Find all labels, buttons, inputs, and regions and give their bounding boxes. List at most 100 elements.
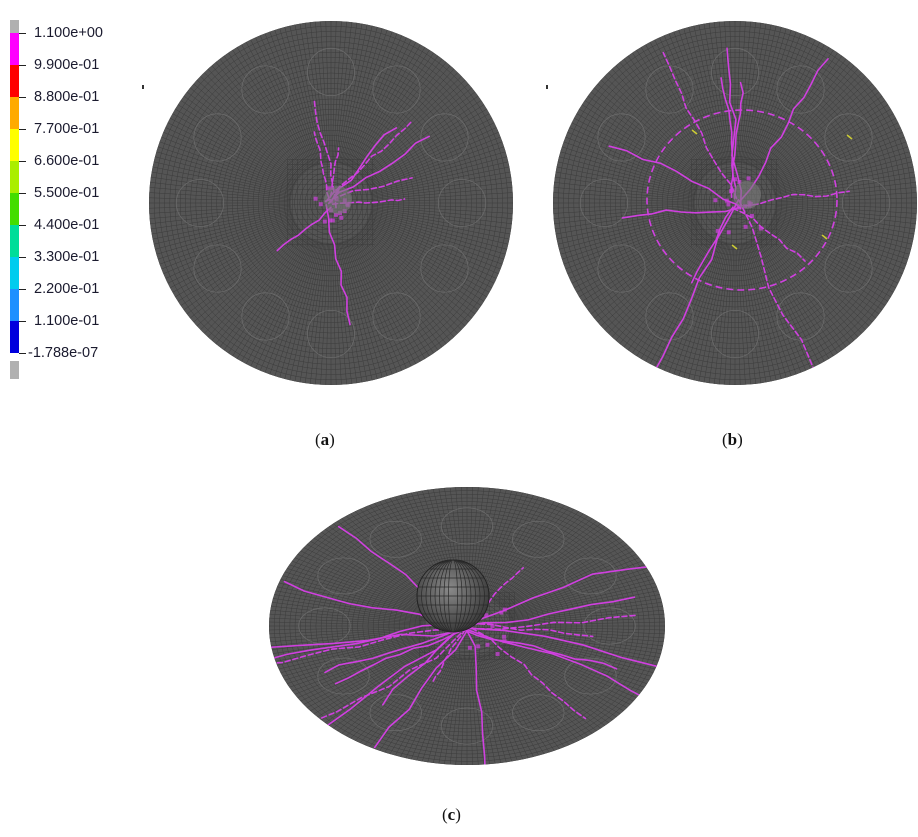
mesh-radials — [269, 487, 665, 765]
crack-line — [324, 177, 413, 202]
caption-b: (b) — [722, 430, 743, 450]
mesh-block-arc — [583, 607, 636, 645]
mesh-block-arc — [512, 520, 565, 558]
crack-line — [662, 51, 738, 200]
legend-swatch — [10, 257, 19, 289]
legend-tick — [19, 353, 26, 354]
caption-a-letter: a — [320, 430, 330, 449]
mesh-block-arc — [369, 520, 422, 558]
caption-b-letter: b — [727, 430, 738, 449]
panel-a-mesh — [149, 21, 513, 385]
impact-center — [733, 181, 761, 209]
crack-line — [276, 206, 332, 252]
caption-a-close: ) — [329, 430, 335, 449]
mesh-block-arc — [440, 707, 494, 745]
mesh-block-arc — [241, 65, 290, 114]
mesh-blocks — [579, 47, 891, 359]
crack-line — [324, 627, 469, 674]
crack-line — [313, 131, 330, 199]
legend-swatch — [10, 65, 19, 97]
legend-label: 4.400e-01 — [34, 217, 100, 233]
crack-cell — [726, 230, 731, 235]
crack-cell — [502, 639, 507, 644]
mesh-block-arc — [710, 309, 760, 359]
legend-swatch — [10, 161, 19, 193]
legend-tick — [19, 161, 26, 162]
legend-tick — [19, 33, 26, 34]
mesh-blocks — [175, 47, 487, 359]
legend-tick — [19, 321, 26, 322]
mesh-block-arc — [306, 309, 356, 359]
crack-cell — [499, 610, 504, 615]
yellow-damage-mark — [731, 244, 738, 250]
crack-line — [650, 199, 740, 378]
sphere-mesh — [417, 559, 489, 633]
mesh-radials — [149, 21, 513, 385]
legend-tick — [19, 65, 26, 66]
panel-a-axis-mark — [142, 85, 144, 89]
crack-cell — [729, 189, 734, 194]
crack-cell — [733, 177, 737, 182]
crack-cell — [495, 652, 500, 656]
crack-line — [462, 622, 594, 638]
legend-swatch — [10, 289, 19, 321]
crack-cell — [726, 202, 731, 207]
crack-cell — [758, 226, 763, 231]
crack-cell — [749, 213, 754, 218]
legend-swatch — [10, 33, 19, 65]
legend-tick — [19, 97, 26, 98]
crack-cell — [743, 224, 748, 229]
mesh-grid — [149, 21, 513, 385]
crack-cell — [476, 644, 481, 649]
legend-tick — [19, 257, 26, 258]
crack-line — [325, 204, 351, 326]
legend-label: -1.788e-07 — [28, 345, 99, 361]
yellow-damage-mark — [821, 234, 828, 240]
crack-cell — [327, 186, 332, 191]
crack-line — [432, 622, 471, 683]
legend-tick — [19, 193, 26, 194]
mesh-block-arc — [420, 113, 469, 162]
panel-c-mesh — [269, 487, 665, 765]
crack-cell — [737, 205, 742, 210]
caption-c-letter: c — [447, 805, 456, 824]
caption-c-open: ( — [442, 805, 448, 824]
crack-cell — [322, 219, 327, 224]
crack-line — [470, 614, 637, 631]
mesh-block-arc — [841, 178, 891, 228]
mesh-block-arc — [372, 65, 421, 114]
mesh-block-arc — [597, 244, 646, 293]
legend-label: 7.700e-01 — [34, 121, 100, 137]
legend-swatch — [10, 225, 19, 257]
mesh-block-arc — [776, 65, 825, 114]
caption-b-close: ) — [737, 430, 743, 449]
crack-line — [691, 206, 734, 284]
crack-cell — [334, 212, 338, 217]
crack-cell — [502, 634, 507, 639]
crack-cell — [746, 176, 751, 181]
crack-cell — [502, 607, 507, 612]
mesh-block-arc — [512, 694, 565, 732]
legend-swatch — [10, 129, 19, 161]
crack-cell — [484, 613, 489, 618]
mesh-block-arc — [645, 65, 694, 114]
legend-tick — [19, 225, 26, 226]
crack-line — [608, 145, 741, 207]
panel-b-axis-mark — [546, 85, 548, 89]
legend-swatch — [10, 97, 19, 129]
legend-label: 9.900e-01 — [34, 57, 100, 73]
mesh-block-arc — [317, 557, 370, 595]
legend-label: 3.300e-01 — [34, 249, 100, 265]
legend-label: 1.100e+00 — [34, 25, 103, 41]
crack-cell — [339, 215, 344, 220]
crack-line — [461, 596, 636, 627]
crack-line — [730, 81, 744, 198]
crack-cell — [713, 198, 718, 203]
ring-crack — [646, 109, 838, 291]
mesh-block-arc — [776, 292, 825, 341]
legend-tick — [19, 289, 26, 290]
crack-cell — [724, 198, 729, 203]
mesh-blocks — [298, 507, 636, 745]
mesh-block-arc — [824, 244, 873, 293]
crack-line — [465, 628, 657, 705]
